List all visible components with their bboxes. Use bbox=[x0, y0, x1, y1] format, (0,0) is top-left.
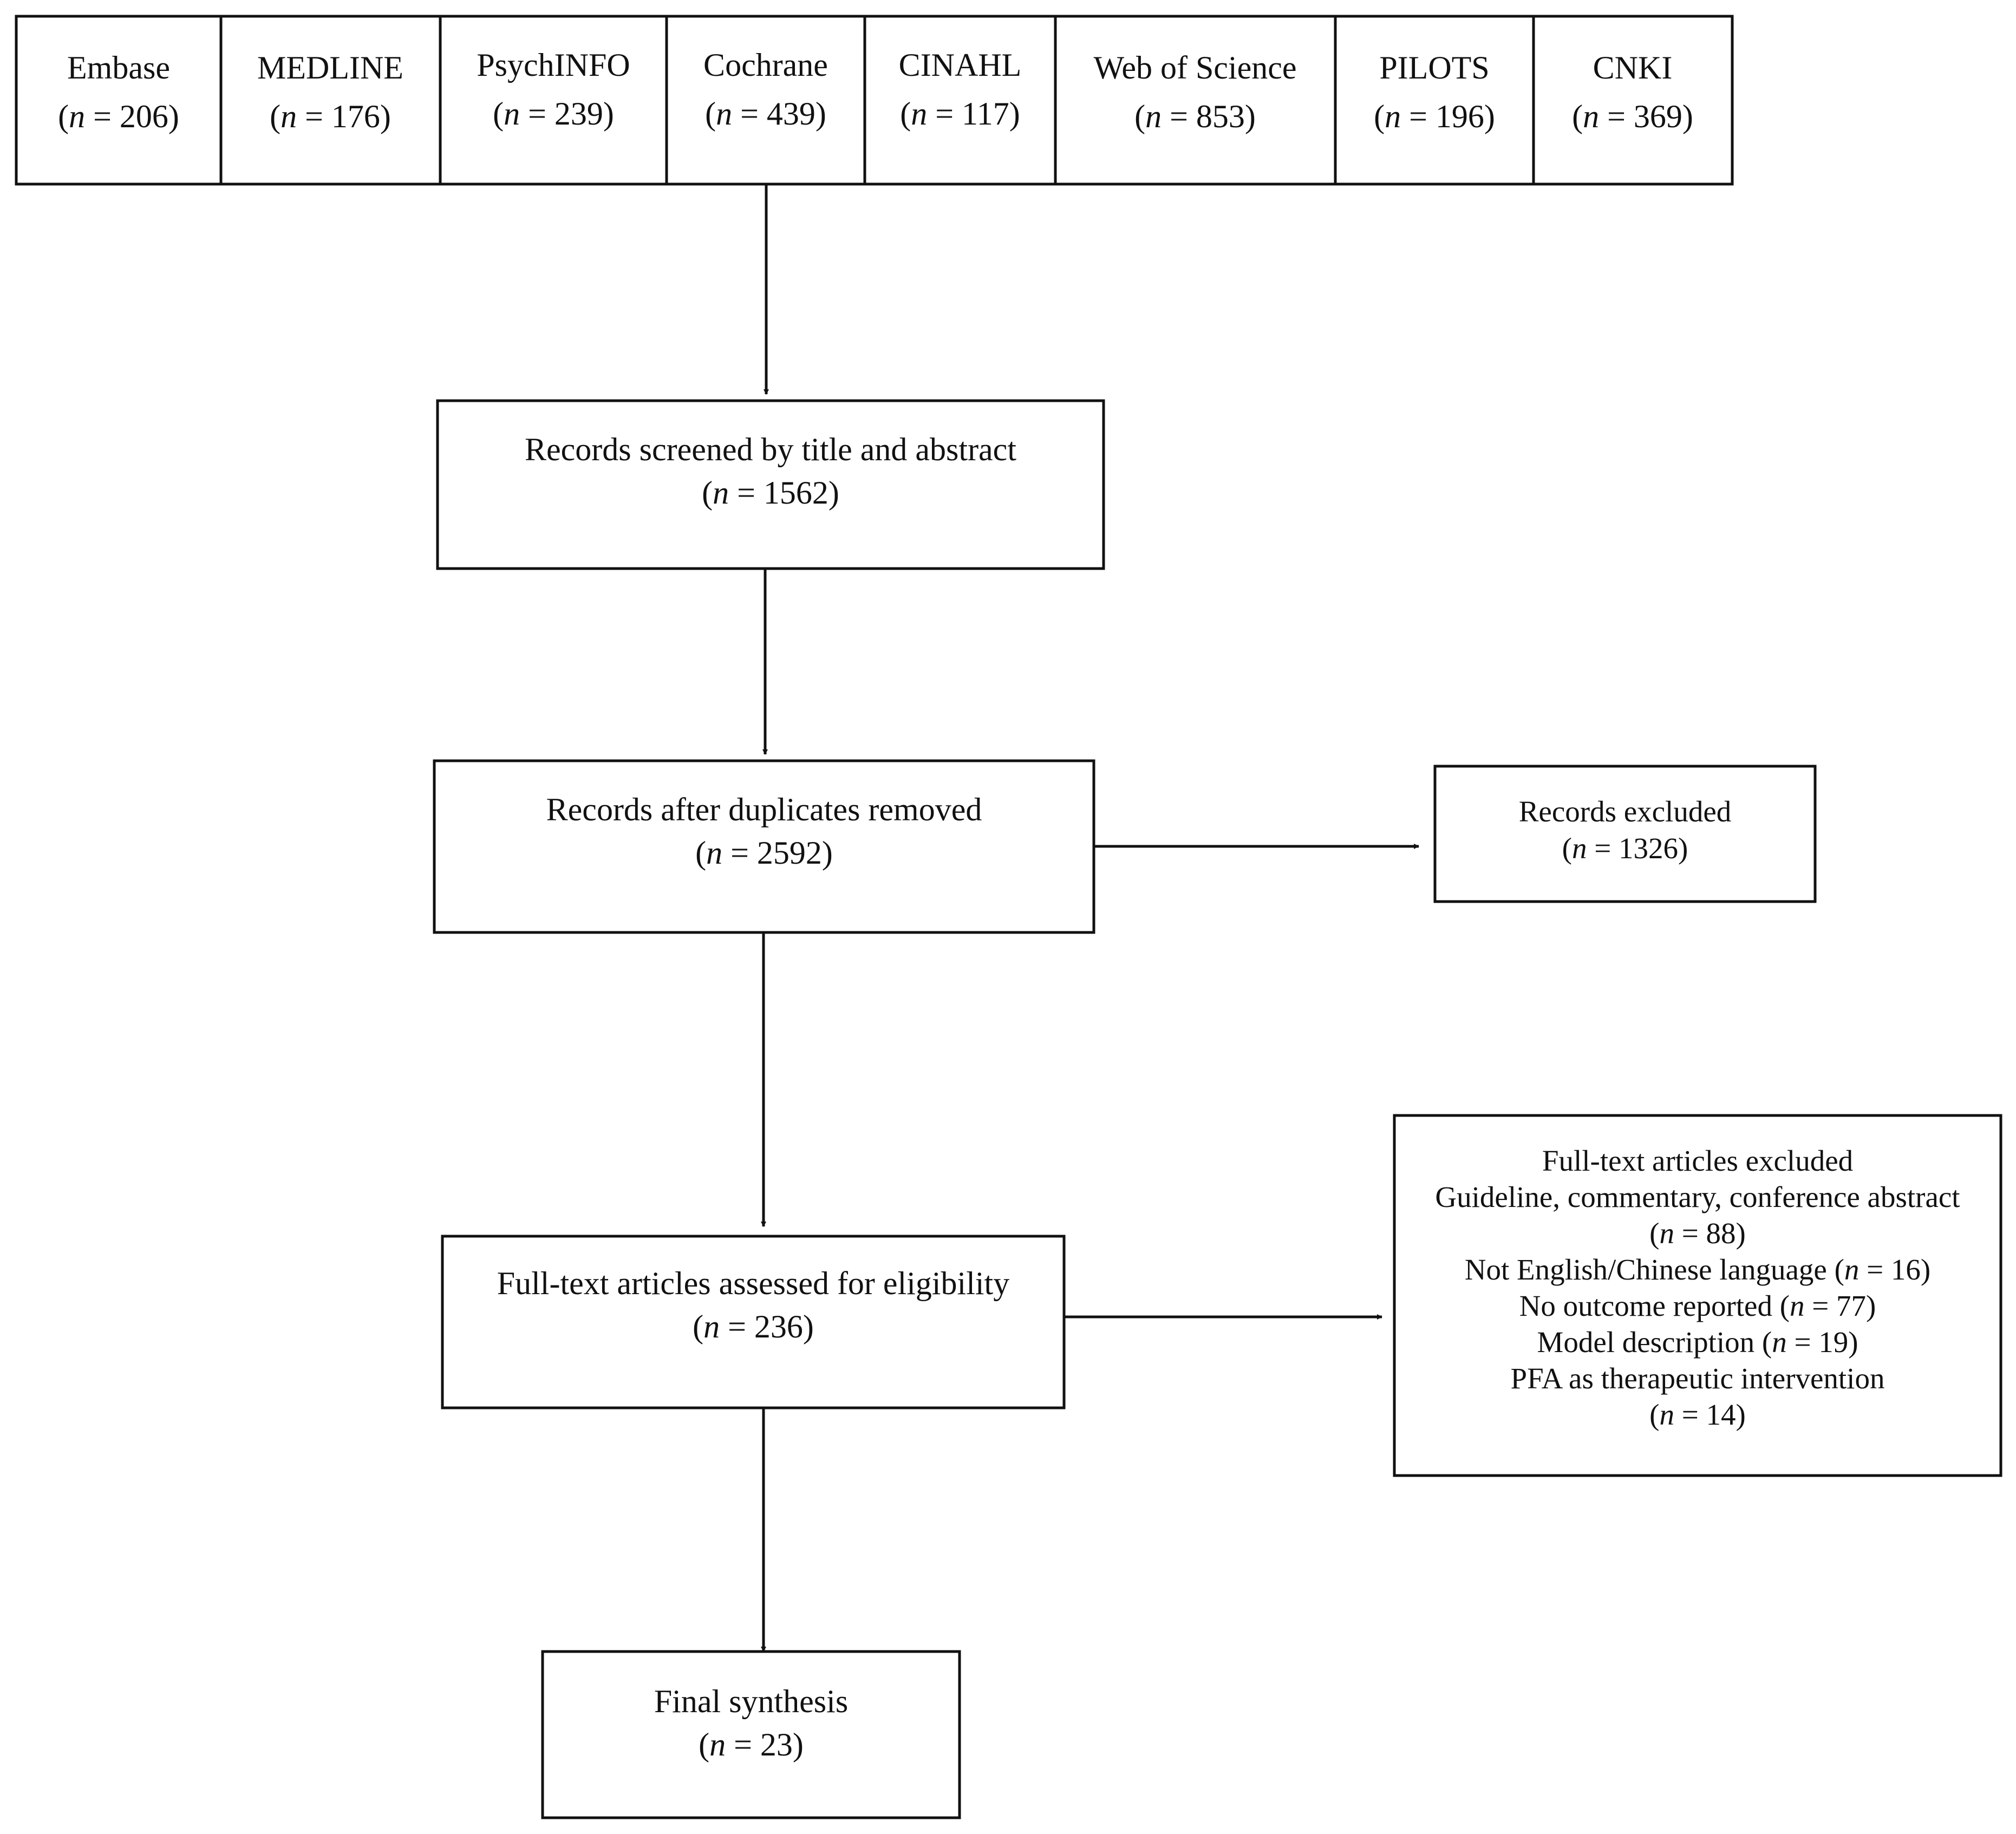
deduplicated-box-frame bbox=[433, 759, 1095, 934]
deduplicated-count: (n = 2592) bbox=[695, 835, 833, 871]
exclusion-reason: Guideline, commentary, conference abstra… bbox=[1435, 1180, 1960, 1213]
sources-row: Embase (n = 206) MEDLINE (n = 176) Psych… bbox=[15, 15, 1734, 186]
source-box-web-of-science: Web of Science (n = 853) bbox=[1054, 15, 1337, 186]
source-box-cochrane: Cochrane (n = 439) bbox=[665, 15, 866, 186]
source-count: (n = 176) bbox=[270, 99, 391, 134]
source-box-frame bbox=[1532, 15, 1734, 186]
source-name: Web of Science bbox=[1094, 50, 1297, 86]
excluded-records-count: (n = 1326) bbox=[1562, 832, 1688, 865]
source-count: (n = 853) bbox=[1134, 99, 1256, 134]
fulltext-label: Full-text articles assessed for eligibil… bbox=[497, 1265, 1009, 1301]
source-count: (n = 439) bbox=[705, 96, 826, 132]
exclusion-reason: Not English/Chinese language (n = 16) bbox=[1465, 1253, 1930, 1286]
screened-count: (n = 1562) bbox=[702, 475, 839, 511]
exclusion-reason: Model description (n = 19) bbox=[1537, 1326, 1858, 1359]
source-name: PILOTS bbox=[1379, 50, 1489, 86]
source-box-cnki: CNKI (n = 369) bbox=[1532, 15, 1734, 186]
screened-box-frame bbox=[436, 399, 1105, 570]
exclusion-reason: (n = 88) bbox=[1649, 1217, 1746, 1250]
source-name: Embase bbox=[67, 50, 170, 86]
final-label: Final synthesis bbox=[654, 1683, 848, 1719]
source-count: (n = 117) bbox=[900, 96, 1020, 132]
excluded-records-frame bbox=[1433, 765, 1817, 903]
screened-box: Records screened by title and abstract (… bbox=[436, 399, 1105, 570]
source-box-psychinfo: PsychINFO (n = 239) bbox=[439, 15, 668, 186]
excluded-records-box: Records excluded (n = 1326) bbox=[1433, 765, 1817, 903]
source-name: CINAHL bbox=[899, 47, 1022, 83]
excluded-records-label: Records excluded bbox=[1519, 795, 1732, 828]
excluded-fulltext-box: Full-text articles excluded Guideline, c… bbox=[1393, 1114, 2002, 1477]
source-name: CNKI bbox=[1593, 50, 1673, 86]
fulltext-box: Full-text articles assessed for eligibil… bbox=[441, 1235, 1066, 1409]
final-box: Final synthesis (n = 23) bbox=[541, 1650, 961, 1819]
screened-label: Records screened by title and abstract bbox=[525, 432, 1016, 467]
final-box-frame bbox=[541, 1650, 961, 1819]
fulltext-count: (n = 236) bbox=[693, 1309, 814, 1345]
excluded-fulltext-frame bbox=[1393, 1114, 2002, 1477]
final-count: (n = 23) bbox=[699, 1727, 804, 1763]
excluded-fulltext-title: Full-text articles excluded bbox=[1542, 1144, 1853, 1177]
exclusion-reason: PFA as therapeutic intervention bbox=[1511, 1362, 1885, 1395]
deduplicated-label: Records after duplicates removed bbox=[546, 792, 982, 827]
source-box-pilots: PILOTS (n = 196) bbox=[1334, 15, 1535, 186]
source-box-embase: Embase (n = 206) bbox=[15, 15, 223, 186]
source-name: PsychINFO bbox=[477, 47, 630, 83]
fulltext-box-frame bbox=[441, 1235, 1066, 1409]
source-count: (n = 369) bbox=[1572, 99, 1693, 134]
source-count: (n = 239) bbox=[493, 96, 614, 132]
deduplicated-box: Records after duplicates removed (n = 25… bbox=[433, 759, 1095, 934]
source-name: Cochrane bbox=[703, 47, 828, 83]
source-box-medline: MEDLINE (n = 176) bbox=[219, 15, 442, 186]
exclusion-reason: No outcome reported (n = 77) bbox=[1519, 1289, 1876, 1322]
exclusion-reason: (n = 14) bbox=[1649, 1398, 1746, 1431]
source-box-cinahl: CINAHL (n = 117) bbox=[863, 15, 1057, 186]
source-count: (n = 206) bbox=[58, 99, 179, 134]
source-name: MEDLINE bbox=[257, 50, 403, 86]
source-count: (n = 196) bbox=[1374, 99, 1495, 134]
